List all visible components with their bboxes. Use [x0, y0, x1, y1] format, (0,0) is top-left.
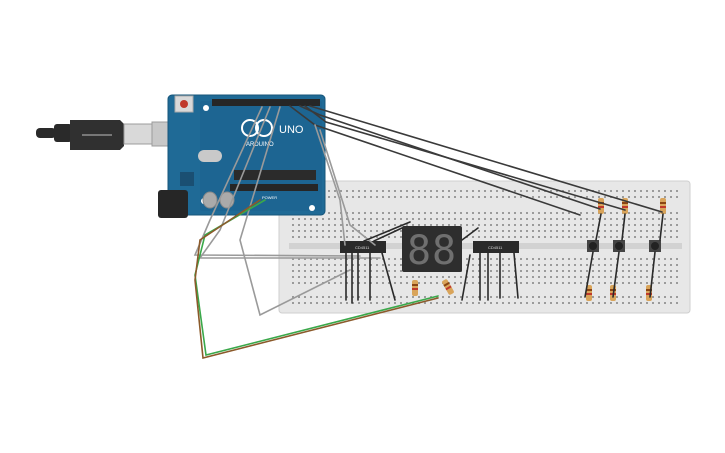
chip-label: CD4511 — [488, 245, 503, 250]
wire-dark-3 — [309, 105, 663, 213]
digit-ones: 8 — [432, 228, 456, 274]
push-buttons[interactable] — [587, 240, 661, 252]
decoder-chip-left[interactable]: CD4511 — [340, 241, 386, 253]
wire-gray-5 — [319, 129, 376, 246]
chip-label: CD4511 — [355, 245, 370, 250]
resistor-8 — [442, 279, 454, 295]
power-jack — [158, 190, 188, 218]
atmega-chip — [234, 170, 316, 180]
push-button-3[interactable] — [649, 240, 661, 252]
wire-gray-3 — [239, 106, 351, 317]
wires[interactable] — [193, 105, 664, 360]
arduino-model: UNO — [279, 124, 304, 136]
power-header[interactable] — [230, 184, 318, 191]
resistor-3 — [660, 198, 666, 214]
resistor-4 — [586, 285, 592, 301]
wire-brown — [194, 199, 439, 360]
digit-tens: 8 — [407, 228, 431, 274]
decoder-chip-right[interactable]: CD4511 — [473, 241, 519, 253]
power-label: POWER — [262, 195, 277, 200]
usb-cable[interactable] — [36, 120, 171, 150]
wire-dark-2 — [304, 105, 626, 211]
seven-segment-display[interactable]: 8 8 — [402, 226, 462, 274]
arduino-brand: ARDUINO — [246, 142, 274, 148]
resistor-1 — [598, 198, 604, 214]
push-button-2[interactable] — [613, 240, 625, 252]
digital-header[interactable] — [212, 99, 320, 106]
resistor-7 — [412, 280, 418, 296]
wire-gray-4 — [314, 124, 346, 246]
wire-gray-2 — [198, 106, 381, 259]
wire-dark-1 — [299, 105, 601, 210]
push-button-1[interactable] — [587, 240, 599, 252]
